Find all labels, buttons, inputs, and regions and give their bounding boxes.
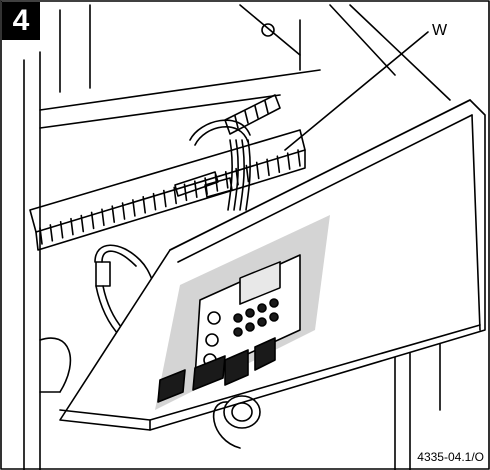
terminal-tick [163, 189, 167, 208]
terminal-tick [80, 214, 85, 233]
terminal-tick [101, 208, 105, 227]
terminal-tick [90, 211, 95, 230]
terminal-block-strip [0, 0, 306, 251]
terminal-tick [59, 220, 64, 239]
terminal-tick [266, 158, 270, 177]
terminal-tick [276, 155, 281, 174]
callout-leader-line [284, 31, 429, 151]
terminal-tick [286, 152, 291, 170]
rotary-knob [212, 395, 261, 449]
terminal-tick [245, 164, 250, 183]
terminal-tick [49, 224, 54, 242]
terminal-tick [255, 161, 260, 180]
callout-label-w: W [432, 22, 448, 39]
terminal-tick [183, 183, 188, 202]
terminal-tick [173, 186, 177, 205]
drawing-reference-code: 4335-04.1/O [417, 450, 484, 464]
step-number-badge: 4 [2, 2, 40, 40]
terminal-tick [132, 199, 136, 217]
terminal-tick [39, 227, 43, 245]
terminal-tick [297, 149, 301, 167]
terminal-tick [224, 171, 229, 189]
terminal-tick [121, 202, 126, 220]
terminal-tick [70, 217, 74, 236]
controller-unit [157, 254, 301, 403]
terminal-tick [142, 196, 146, 214]
terminal-block-right [224, 94, 281, 135]
terminal-tick [111, 205, 116, 223]
terminal-tick [152, 192, 157, 211]
